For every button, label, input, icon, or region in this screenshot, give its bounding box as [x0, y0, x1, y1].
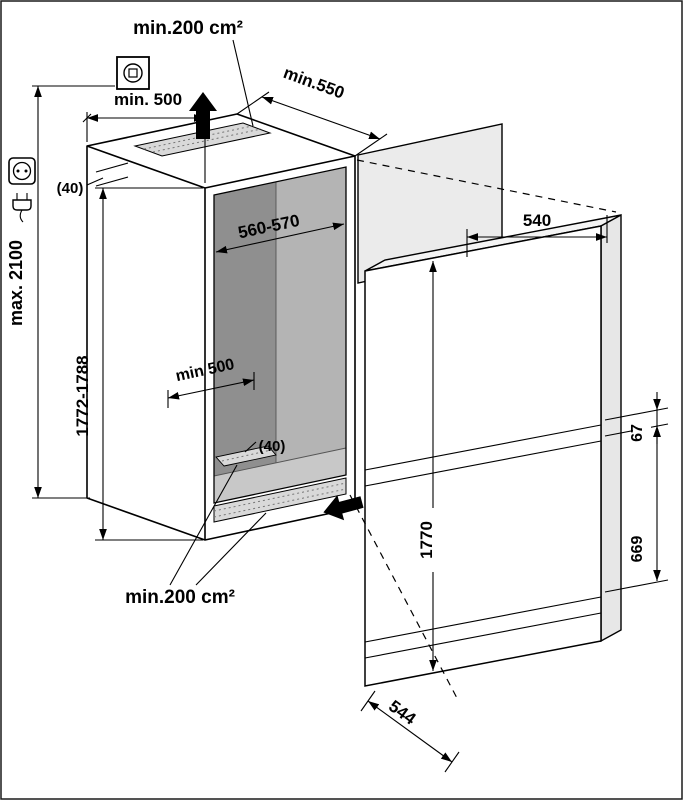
lower-section-height-label: 669	[629, 536, 646, 563]
appliance-front-face	[364, 225, 602, 687]
niche-interior-side-wall	[276, 167, 346, 463]
recess-floor-label: (40)	[259, 438, 286, 455]
floor-depth-dim-line	[167, 378, 255, 400]
niche-interior-floor	[214, 448, 346, 503]
top-recess-lines	[95, 162, 129, 187]
junction-box-icon	[116, 56, 150, 90]
max-overall-height-label: max. 2100	[6, 240, 26, 326]
niche-opening-frame	[213, 166, 347, 504]
appliance-top-width-label: 540	[523, 211, 551, 230]
power-socket-icon	[8, 157, 36, 185]
niche-depth-dim-line	[261, 96, 381, 140]
floor-vent-texture	[221, 449, 272, 462]
clearance-top-width-label: min. 500	[114, 90, 182, 109]
niche-edges	[86, 145, 356, 540]
niche-width-dim-line	[215, 222, 345, 254]
top-recess-leader	[86, 177, 104, 186]
vent-top-area-label: min.200 cm²	[133, 18, 243, 39]
appliance-depth-dim-line	[367, 700, 453, 763]
appliance-side-face	[600, 213, 622, 643]
appliance-height-label: 1770	[417, 521, 436, 559]
recess-floor-leader	[244, 441, 257, 453]
alignment-dash-top	[356, 159, 617, 213]
appliance-door-seams	[364, 424, 602, 659]
hinge-gap-height-label: 67	[629, 424, 646, 442]
vent-top-leader	[232, 39, 254, 127]
recess-top-label: (40)	[57, 180, 84, 197]
niche-interior-back-wall	[214, 182, 276, 476]
power-plug-icon	[12, 193, 32, 223]
label-backing	[633, 417, 651, 449]
label-backing	[423, 508, 442, 572]
floor-vent-strip	[215, 445, 277, 467]
appliance	[364, 213, 622, 687]
niche-height-label: 1772-1788	[73, 355, 92, 436]
airflow-intake-arrow-icon	[323, 495, 364, 521]
label-backing	[633, 521, 651, 577]
vent-bottom-area-label: min.200 cm²	[125, 587, 235, 608]
